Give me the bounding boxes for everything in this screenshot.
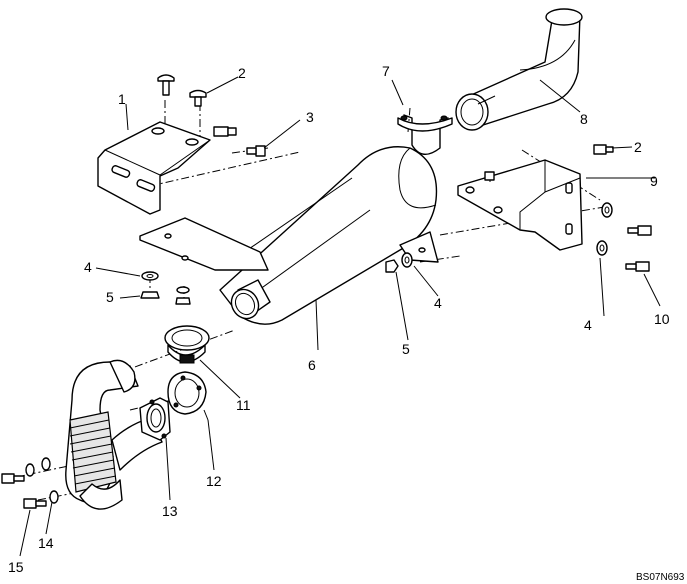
bracket-side-bolt (213, 126, 237, 137)
callout-5-mid: 5 (402, 341, 410, 357)
callout-2-upper: 2 (238, 65, 246, 81)
upper-bracket (97, 121, 211, 215)
callout-10: 10 (654, 311, 670, 327)
bolt-3 (246, 145, 266, 157)
bolt-2-upper (189, 89, 207, 107)
u-clamp (397, 114, 453, 155)
bolt-2-right (593, 144, 614, 155)
band-clamp (164, 325, 210, 364)
callout-3: 3 (306, 109, 314, 125)
callout-15: 15 (8, 559, 24, 575)
callout-6: 6 (308, 357, 316, 373)
carriage-bolt (157, 74, 175, 96)
left-bolts (1, 457, 59, 509)
callout-2-right: 2 (634, 139, 642, 155)
callout-5-left: 5 (106, 289, 114, 305)
gasket (167, 371, 209, 421)
left-fasteners (140, 271, 191, 305)
flex-pipe (65, 359, 171, 510)
callout-14: 14 (38, 535, 54, 551)
callout-4-right: 4 (584, 317, 592, 333)
callout-8: 8 (580, 111, 588, 127)
callout-4-left: 4 (84, 259, 92, 275)
callout-labels: 1 2 2 3 4 4 4 5 5 6 7 8 9 10 11 12 13 14… (8, 63, 670, 575)
tailpipe (455, 8, 583, 131)
callout-9: 9 (650, 173, 658, 189)
leader-lines (19, 76, 661, 557)
right-fasteners (596, 202, 652, 272)
callout-7: 7 (382, 63, 390, 79)
callout-12: 12 (206, 473, 222, 489)
callout-4-mid: 4 (434, 295, 442, 311)
callout-13: 13 (162, 503, 178, 519)
callout-11: 11 (236, 397, 251, 413)
callout-1: 1 (118, 91, 126, 107)
mid-fasteners (385, 252, 413, 273)
right-bracket (457, 159, 583, 251)
drawing-code: BS07N693 (636, 572, 685, 583)
muffler (139, 146, 439, 325)
